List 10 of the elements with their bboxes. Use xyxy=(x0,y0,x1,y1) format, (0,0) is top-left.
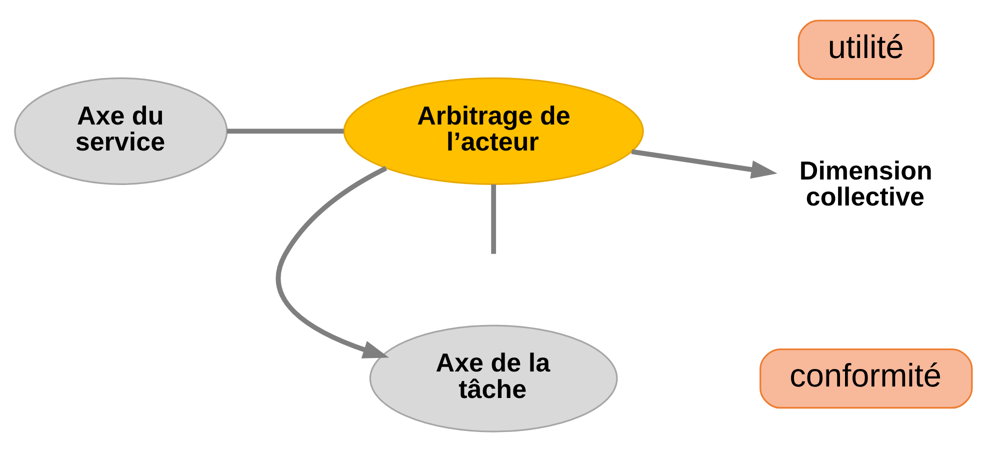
arrow xyxy=(631,148,778,178)
connector xyxy=(226,128,344,134)
node-ellipse: Arbitrage de l’acteur xyxy=(343,76,644,184)
node-ellipse: Axe de la tâche xyxy=(369,324,618,432)
node-box: conformité xyxy=(760,348,973,408)
arrow xyxy=(276,166,390,358)
node-text: Dimension collective xyxy=(799,155,932,212)
node-ellipse: Axe du service xyxy=(14,76,228,184)
connector xyxy=(491,184,496,254)
node-box: utilité xyxy=(798,19,934,80)
